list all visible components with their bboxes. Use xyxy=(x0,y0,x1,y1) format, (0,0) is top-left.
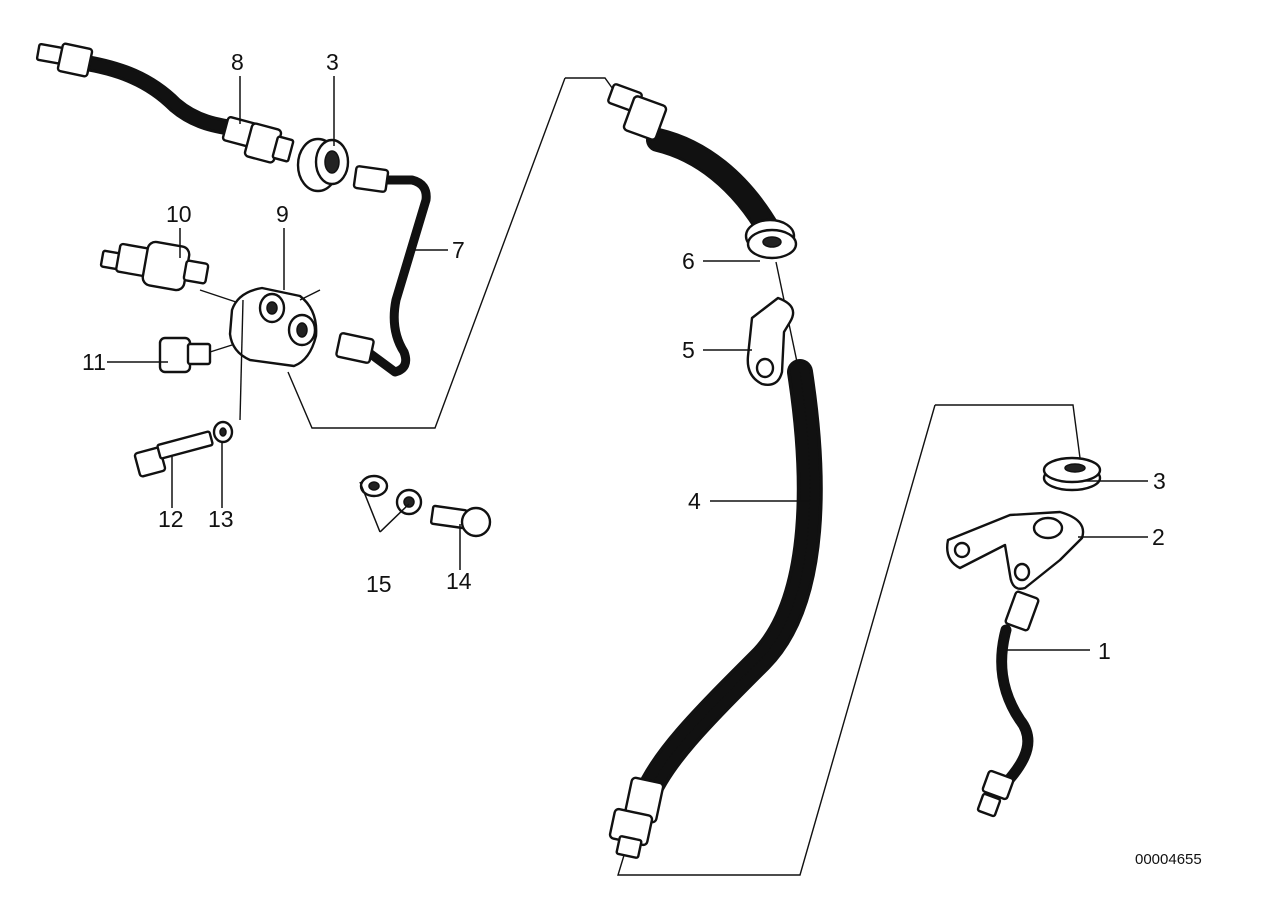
callout-4: 4 xyxy=(688,488,701,514)
callout-5: 5 xyxy=(682,337,695,363)
connection-line-right-bottom xyxy=(617,404,936,876)
callout-6: 6 xyxy=(682,248,695,274)
callout-13: 13 xyxy=(208,506,234,532)
callout-3-top: 3 xyxy=(326,49,339,75)
callout-10: 10 xyxy=(166,201,192,227)
callout-labels: 1 2 3 3 4 5 6 7 8 9 10 11 12 13 14 15 xyxy=(82,49,1166,664)
callout-7: 7 xyxy=(452,237,465,263)
connection-line-left xyxy=(287,77,566,429)
document-number: 00004655 xyxy=(1135,851,1202,868)
part-2-bracket xyxy=(946,510,1085,590)
part-13-washer xyxy=(212,420,234,444)
leader-lines xyxy=(107,76,1148,651)
callout-12: 12 xyxy=(158,506,184,532)
part-1-brake-pipe xyxy=(976,590,1040,818)
part-9-brake-distributor xyxy=(199,286,321,421)
connection-line-top xyxy=(565,77,616,93)
callout-15: 15 xyxy=(366,571,392,597)
part-15-sealing-rings xyxy=(359,474,423,516)
part-5-hose-bracket xyxy=(746,296,795,386)
part-3-grommet-right xyxy=(1042,456,1102,492)
callout-8: 8 xyxy=(231,49,244,75)
part-14-hollow-bolt xyxy=(429,504,492,538)
callout-11: 11 xyxy=(82,349,106,375)
part-4-flexible-hose xyxy=(607,83,823,859)
callout-1: 1 xyxy=(1098,638,1111,664)
connection-line-right-top xyxy=(935,404,1081,459)
part-7-brake-pipe xyxy=(335,165,431,377)
part-11-plug xyxy=(158,336,233,374)
callout-3-right: 3 xyxy=(1153,468,1166,494)
part-6-grommet xyxy=(744,218,798,260)
part-10-pressure-switch xyxy=(99,240,210,292)
part-8-brake-line xyxy=(35,42,295,164)
callout-14: 14 xyxy=(446,568,472,594)
part-12-bolt xyxy=(133,430,214,478)
callout-9: 9 xyxy=(276,201,289,227)
part-3-grommet-top xyxy=(296,137,350,193)
callout-2: 2 xyxy=(1152,524,1165,550)
